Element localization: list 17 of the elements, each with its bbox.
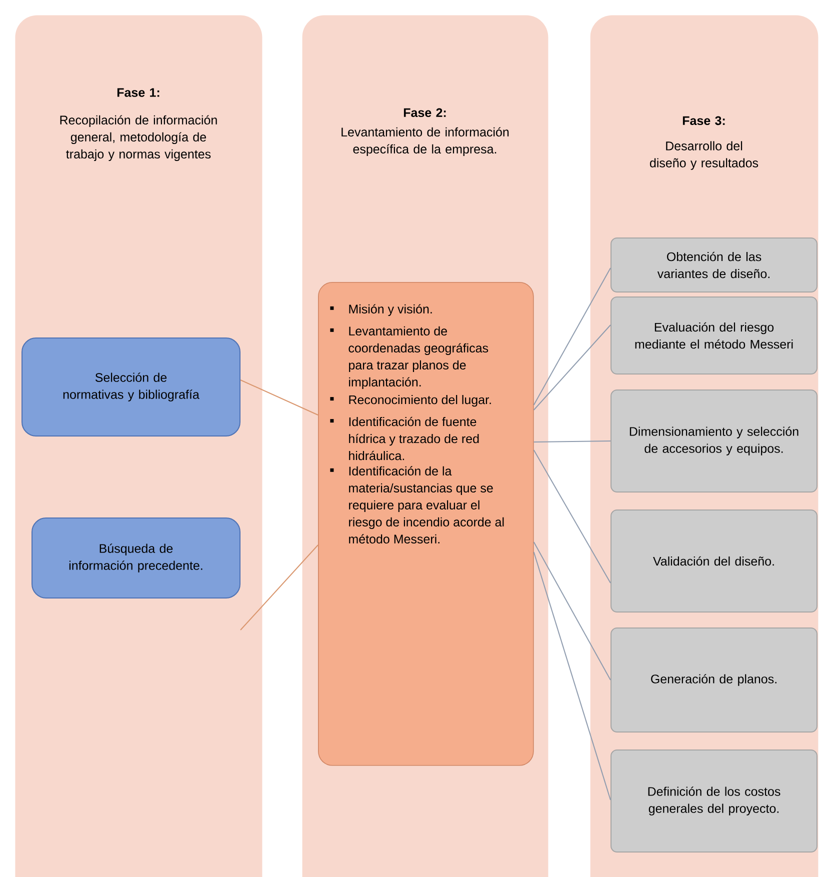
connector-line [533,450,611,584]
process-box: Selección de normativas y bibliografía [22,338,240,436]
process-box: Generación de planos. [610,628,818,732]
connector-line [240,380,318,416]
connector-line [533,440,611,442]
connector-line [533,324,611,410]
connector-line [240,544,318,630]
process-box: Evaluación del riesgo mediante el método Messeri [610,296,818,374]
connector-line [533,268,611,406]
process-box: Obtención de las variantes de diseño. [610,238,818,292]
process-box: Validación del diseño. [610,510,818,612]
process-box: Dimensionamiento y selección de accesorios y equipos. [610,390,818,492]
connector-line [533,542,611,680]
process-box: Definición de los costos generales del proyecto. [610,750,818,852]
list-box: Misión y visión. Levantamiento de coordenadas geográficas para trazar planos de implantación. Reconocimiento del lugar. Identificación de fuente hídrica y trazado de red hidráulica. Identificación de la materia/sustancias que se requiere para evaluar el riesgo de incendio acorde al método Messeri. [318,282,534,766]
process-box: Búsqueda de información precedente. [32,518,240,598]
connector-line [533,552,611,800]
